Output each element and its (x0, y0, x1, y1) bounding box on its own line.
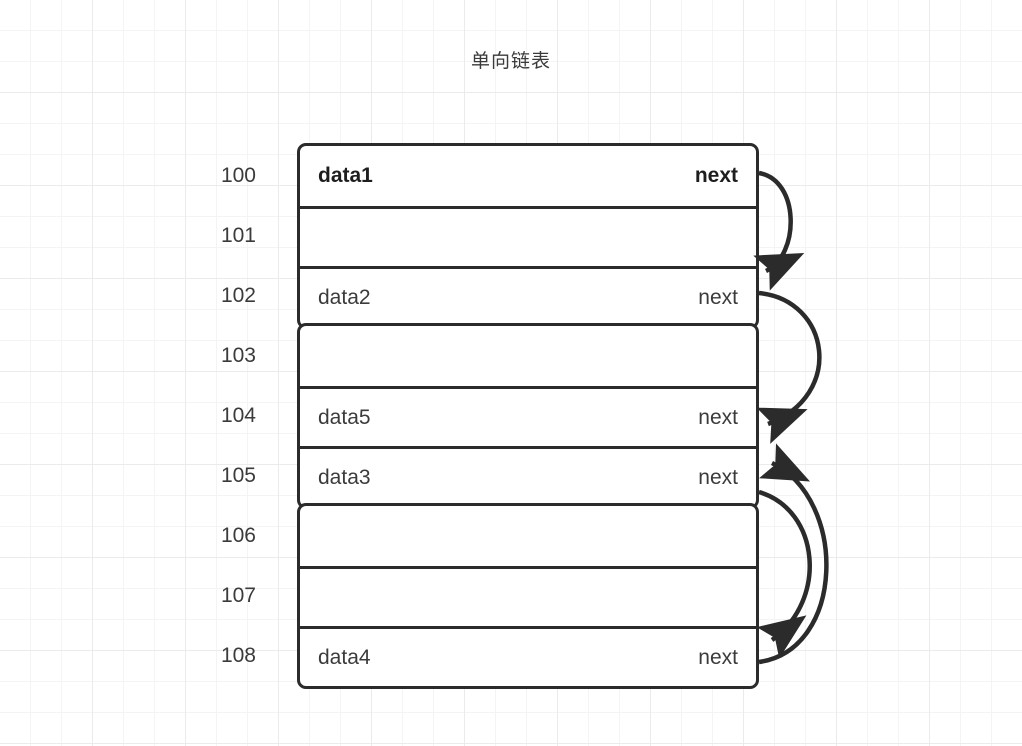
memory-cell-104: data5 next (300, 386, 756, 446)
link-arrow-data2-to-data5 (756, 290, 822, 444)
node-pointer-label-108: next (698, 645, 738, 669)
memory-cell-101 (300, 206, 756, 266)
address-label-103: 103 (220, 344, 256, 367)
node-data-label-data2: data2 (318, 285, 371, 309)
memory-group-106-108: data4 next (297, 503, 759, 689)
address-label-106: 106 (220, 524, 256, 547)
node-data-label-data4: data4 (318, 645, 371, 669)
node-data-label-data3: data3 (318, 465, 371, 489)
memory-cell-108: data4 next (300, 626, 756, 686)
address-label-100: 100 (220, 164, 256, 187)
node-pointer-label-104: next (698, 405, 738, 429)
memory-cell-100: data1 next (300, 146, 756, 206)
node-pointer-label-105: next (698, 465, 738, 489)
address-label-107: 107 (220, 584, 256, 607)
link-arrow-data3-to-data4 (756, 489, 812, 659)
address-label-104: 104 (220, 404, 256, 427)
page-title: 单向链表 (470, 51, 551, 72)
node-pointer-label-102: next (698, 285, 738, 309)
node-pointer-label-100: next (694, 164, 738, 187)
memory-cell-106 (300, 506, 756, 566)
memory-group-103-105: data5 next data3 next (297, 323, 759, 509)
memory-cell-103 (300, 326, 756, 386)
address-label-108: 108 (220, 644, 256, 667)
node-data-label-data5: data5 (318, 405, 371, 429)
memory-group-100-102: data1 next data2 next (297, 143, 759, 329)
node-data-label-data1: data1 (318, 164, 373, 187)
link-arrow-data4-to-data3 (758, 443, 829, 665)
link-arrow-data1-to-data2 (753, 170, 805, 291)
address-label-105: 105 (220, 464, 256, 487)
address-label-101: 101 (220, 224, 256, 247)
address-label-102: 102 (220, 284, 256, 307)
memory-cell-102: data2 next (300, 266, 756, 326)
memory-cell-107 (300, 566, 756, 626)
memory-cell-105: data3 next (300, 446, 756, 506)
